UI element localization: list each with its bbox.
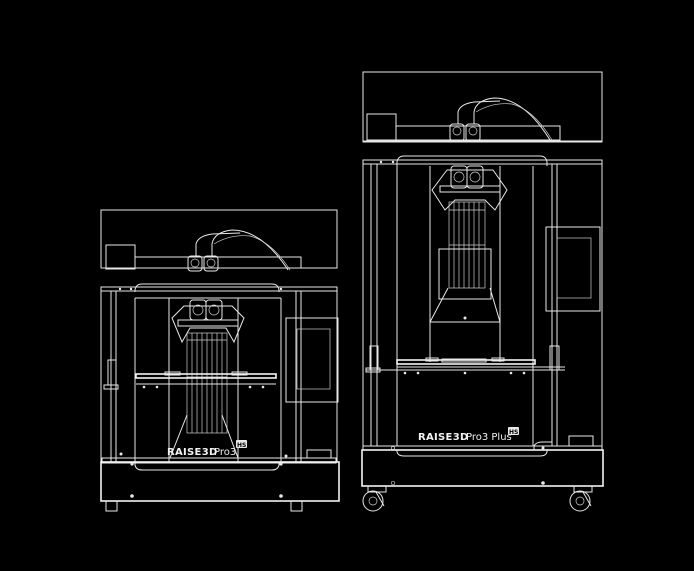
spool-box bbox=[105, 244, 136, 270]
foot-right bbox=[290, 501, 303, 512]
print-head bbox=[431, 165, 508, 211]
build-plate bbox=[366, 357, 565, 375]
door-top-arc bbox=[396, 155, 548, 166]
z-fins bbox=[448, 201, 486, 289]
toolhead-top bbox=[187, 229, 291, 272]
caster-left bbox=[362, 486, 387, 512]
spool-box bbox=[366, 113, 397, 141]
caster-right bbox=[569, 486, 593, 512]
foot-left bbox=[105, 501, 118, 512]
top-hood bbox=[362, 71, 603, 143]
base-cabinet bbox=[361, 449, 604, 487]
gantry-rail bbox=[395, 125, 561, 141]
top-hood bbox=[100, 209, 338, 269]
badge-text: HS bbox=[237, 442, 246, 449]
print-head bbox=[171, 299, 245, 344]
toolhead-top bbox=[449, 97, 553, 142]
base-cabinet bbox=[100, 461, 340, 502]
touchscreen bbox=[556, 237, 592, 299]
printer-pro3-plus: RAISE3D Pro3 Plus HS bbox=[361, 71, 604, 512]
printer-label-pro3-plus: RAISE3D Pro3 Plus HS bbox=[418, 427, 519, 443]
door-top-arc bbox=[134, 283, 280, 292]
brand-text: RAISE3D bbox=[167, 447, 218, 458]
printer-label-pro3: RAISE3D Pro3 HS bbox=[167, 440, 247, 458]
printer-pro3: RAISE3D Pro3 HS bbox=[100, 209, 340, 512]
touchscreen-frame bbox=[285, 317, 339, 403]
badge-text: HS bbox=[509, 429, 518, 436]
brand-text: RAISE3D bbox=[418, 432, 469, 443]
touchscreen bbox=[296, 328, 331, 390]
touchscreen-frame bbox=[545, 226, 601, 312]
build-plate bbox=[135, 371, 277, 389]
model-text: Pro3 Plus bbox=[466, 432, 512, 443]
z-fins bbox=[186, 332, 228, 434]
model-text: Pro3 bbox=[214, 447, 236, 458]
